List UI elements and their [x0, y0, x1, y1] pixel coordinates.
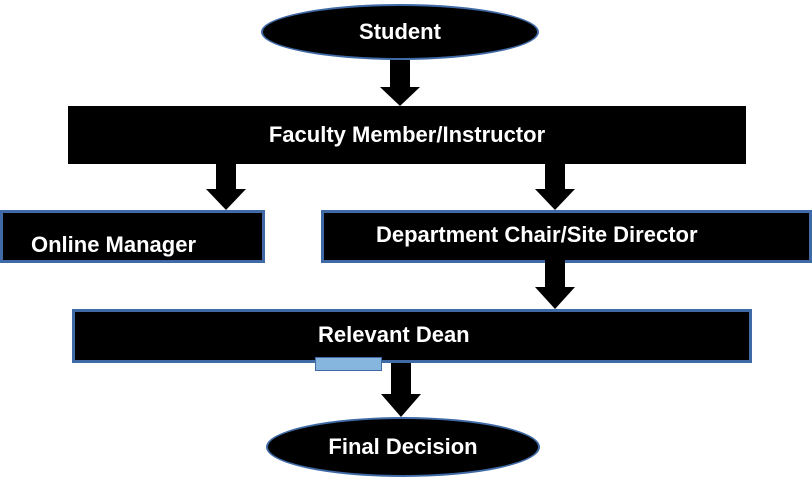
arrow-faculty-to-online-manager [206, 164, 246, 210]
arrow-student-to-faculty [380, 60, 420, 106]
node-online-manager-label: Online Manager [31, 232, 197, 257]
arrow-dean-to-final-decision [381, 363, 421, 417]
node-student[interactable]: Student [261, 4, 539, 60]
node-relevant-dean[interactable]: Relevant Dean [72, 309, 752, 363]
node-online-manager[interactable]: Online Manager [0, 210, 265, 263]
node-department-chair-label: Department Chair/Site Director [376, 221, 698, 247]
selection-handle[interactable] [315, 357, 382, 371]
node-relevant-dean-label: Relevant Dean [318, 322, 470, 347]
arrow-faculty-to-department-chair [535, 164, 575, 210]
node-department-chair[interactable]: Department Chair/Site Director [321, 210, 812, 263]
node-faculty-member-instructor[interactable]: Faculty Member/Instructor [68, 106, 746, 164]
arrow-department-chair-to-dean [535, 260, 575, 309]
node-student-label: Student [359, 19, 441, 44]
node-faculty-label: Faculty Member/Instructor [268, 122, 546, 147]
node-final-decision-label: Final Decision [328, 434, 478, 459]
node-final-decision[interactable]: Final Decision [266, 417, 540, 477]
